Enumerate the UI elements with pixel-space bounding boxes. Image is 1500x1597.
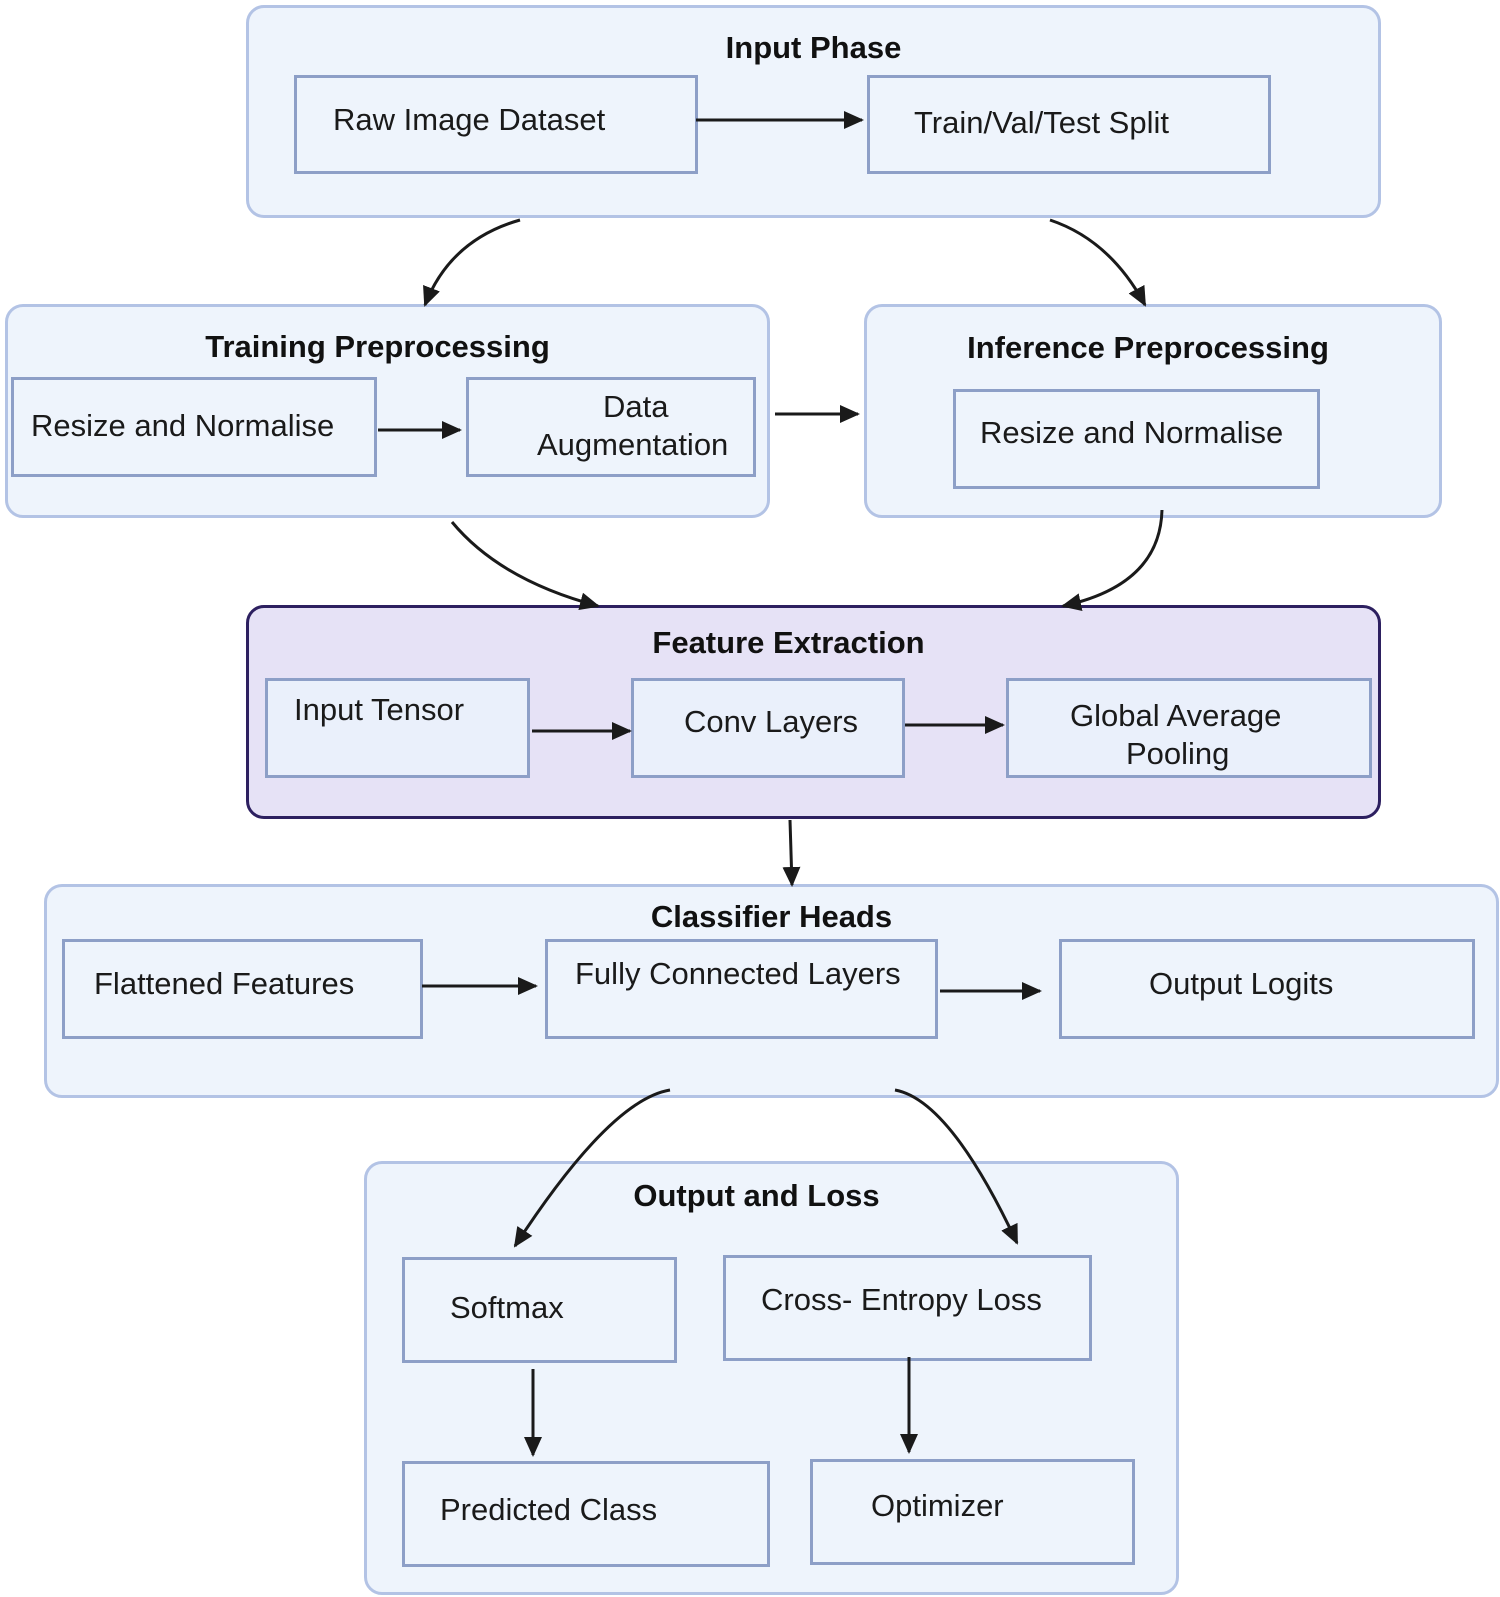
training-resize-node[interactable]: Resize and Normalise: [11, 377, 377, 477]
conv-layers-label: Conv Layers: [684, 704, 859, 739]
classifier-heads-group: Classifier Heads Flattened Features Full…: [44, 884, 1499, 1098]
feature-extraction-title: Feature Extraction: [652, 625, 925, 660]
global-average-pooling-label-1: Global Average: [1070, 698, 1282, 733]
raw-image-dataset-node[interactable]: Raw Image Dataset: [294, 75, 698, 174]
input-tensor-label: Input Tensor: [294, 692, 465, 727]
global-average-pooling-label-2: Pooling: [1126, 736, 1230, 771]
arrow-feature-to-classifier: [782, 819, 801, 887]
global-average-pooling-node[interactable]: Global Average Pooling: [1006, 678, 1372, 778]
predicted-class-node[interactable]: Predicted Class: [402, 1461, 770, 1567]
output-logits-label: Output Logits: [1149, 966, 1334, 1001]
input-tensor-node[interactable]: Input Tensor: [265, 678, 530, 778]
classifier-heads-title: Classifier Heads: [650, 899, 893, 934]
inference-preprocessing-group: Inference Preprocessing Resize and Norma…: [864, 304, 1442, 518]
conv-layers-node[interactable]: Conv Layers: [631, 678, 905, 778]
train-val-test-split-node[interactable]: Train/Val/Test Split: [867, 75, 1271, 174]
input-phase-group: Input Phase Raw Image Dataset Train/Val/…: [246, 5, 1381, 218]
arrow-inference-to-feature: [1061, 509, 1164, 611]
flattened-features-label: Flattened Features: [94, 966, 355, 1001]
arrow-input-to-inference: [1049, 218, 1147, 307]
softmax-label: Softmax: [450, 1290, 564, 1325]
fully-connected-layers-node[interactable]: Fully Connected Layers: [545, 939, 938, 1039]
training-preprocessing-title: Training Preprocessing: [205, 329, 550, 364]
data-augmentation-node[interactable]: Data Augmentation: [466, 377, 756, 477]
optimizer-label: Optimizer: [871, 1488, 1004, 1523]
inference-resize-node[interactable]: Resize and Normalise: [953, 389, 1320, 489]
training-preprocessing-group: Training Preprocessing Resize and Normal…: [5, 304, 770, 518]
arrow-training-to-feature: [450, 521, 600, 611]
cross-entropy-loss-node[interactable]: Cross- Entropy Loss: [723, 1255, 1092, 1361]
feature-extraction-group: Feature Extraction Input Tensor Conv Lay…: [246, 605, 1381, 819]
train-val-test-split-label: Train/Val/Test Split: [914, 105, 1169, 140]
output-logits-node[interactable]: Output Logits: [1059, 939, 1475, 1039]
input-phase-title: Input Phase: [725, 30, 902, 65]
flattened-features-node[interactable]: Flattened Features: [62, 939, 423, 1039]
training-resize-label: Resize and Normalise: [31, 408, 335, 443]
output-and-loss-title: Output and Loss: [633, 1178, 880, 1213]
fully-connected-layers-label: Fully Connected Layers: [575, 956, 901, 991]
inference-preprocessing-title: Inference Preprocessing: [967, 330, 1329, 365]
output-and-loss-group: Output and Loss Softmax Cross- Entropy L…: [364, 1161, 1179, 1595]
softmax-node[interactable]: Softmax: [402, 1257, 677, 1363]
raw-image-dataset-label: Raw Image Dataset: [333, 102, 606, 137]
arrow-input-to-training: [423, 218, 521, 307]
optimizer-node[interactable]: Optimizer: [810, 1459, 1135, 1565]
data-augmentation-label-2: Augmentation: [537, 427, 729, 462]
predicted-class-label: Predicted Class: [440, 1492, 658, 1527]
data-augmentation-label-1: Data: [603, 389, 669, 424]
cross-entropy-loss-label: Cross- Entropy Loss: [761, 1282, 1042, 1317]
inference-resize-label: Resize and Normalise: [980, 415, 1284, 450]
